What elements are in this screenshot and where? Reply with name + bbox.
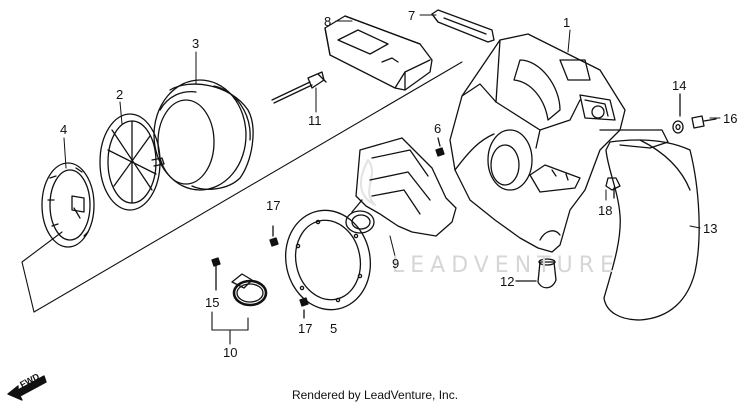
callout-18: 18 [598,203,612,218]
part-16-bolt [691,115,717,129]
part-17-nut-a [269,225,279,247]
callout-8: 8 [324,14,331,29]
leader-lines [63,14,721,261]
callout-11: 11 [308,113,322,128]
part-12-fitting [515,258,557,289]
callout-6: 6 [434,121,441,136]
callout-17b: 17 [298,321,312,336]
part-17-nut-b [299,297,309,319]
part-4-cover [41,162,95,248]
part-9-boot [345,137,457,237]
callout-10: 10 [223,345,237,360]
part-6-nut [435,137,445,157]
callout-4: 4 [60,122,67,137]
footer-credit: Rendered by LeadVenture, Inc. [291,388,459,402]
callout-13: 13 [703,221,717,236]
part-18-bolt [605,177,621,199]
callout-9: 9 [392,256,399,271]
part-3-filter-element [153,79,254,191]
part-14-washer [672,93,684,134]
part-2-filter-frame [99,113,165,211]
part-11-bolt [271,71,327,104]
callout-5: 5 [330,321,337,336]
callout-14: 14 [672,78,686,93]
callout-16: 16 [723,111,737,126]
callout-1: 1 [563,15,570,30]
callout-3: 3 [192,36,199,51]
callout-7: 7 [408,8,415,23]
fwd-arrow-icon [7,375,47,401]
callout-12: 12 [500,274,514,289]
watermark-text: LEADVENTURE [392,253,620,278]
callout-17a: 17 [266,198,280,213]
part-7-strap [431,9,495,43]
callout-15: 15 [205,295,219,310]
part-1-case [449,33,669,253]
bracket-10 [211,311,249,345]
part-13-tube [603,139,700,321]
part-10-clamp [231,273,268,307]
part-8-lid [324,15,433,91]
bracket-lines-4 [21,61,463,313]
part-5-gasket [284,209,372,311]
watermark-logo [360,159,376,206]
callout-2: 2 [116,87,123,102]
part-15-screw [211,257,221,291]
